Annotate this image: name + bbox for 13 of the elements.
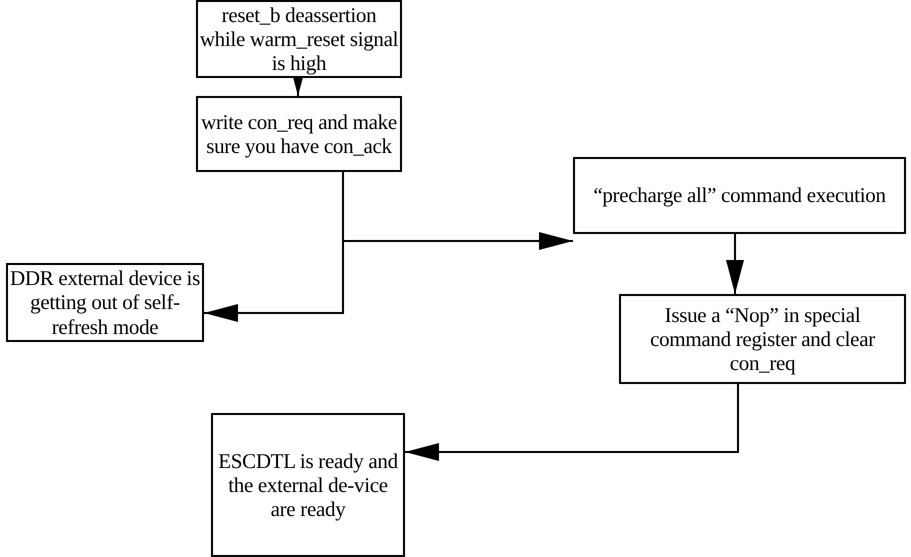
arrow <box>342 172 573 250</box>
process-box <box>573 157 906 234</box>
box-text: ESCDTL is ready and the external de-vice are ready <box>217 448 399 522</box>
box-text: DDR external device is getting out of self-refresh mode <box>9 266 201 339</box>
box-text: write con_req and make sure you have con_ack <box>200 110 398 158</box>
box-text: Issue a “Nop” in special command register and clear con_req <box>649 302 876 376</box>
process-box <box>196 96 402 172</box>
box-text: “precharge all” command execution <box>592 183 887 208</box>
process-box <box>619 294 906 384</box>
box-text: reset_b deassertion while warm_reset signal is high <box>198 2 400 76</box>
arrow <box>405 384 739 461</box>
process-box <box>211 413 405 557</box>
arrow <box>726 234 744 294</box>
